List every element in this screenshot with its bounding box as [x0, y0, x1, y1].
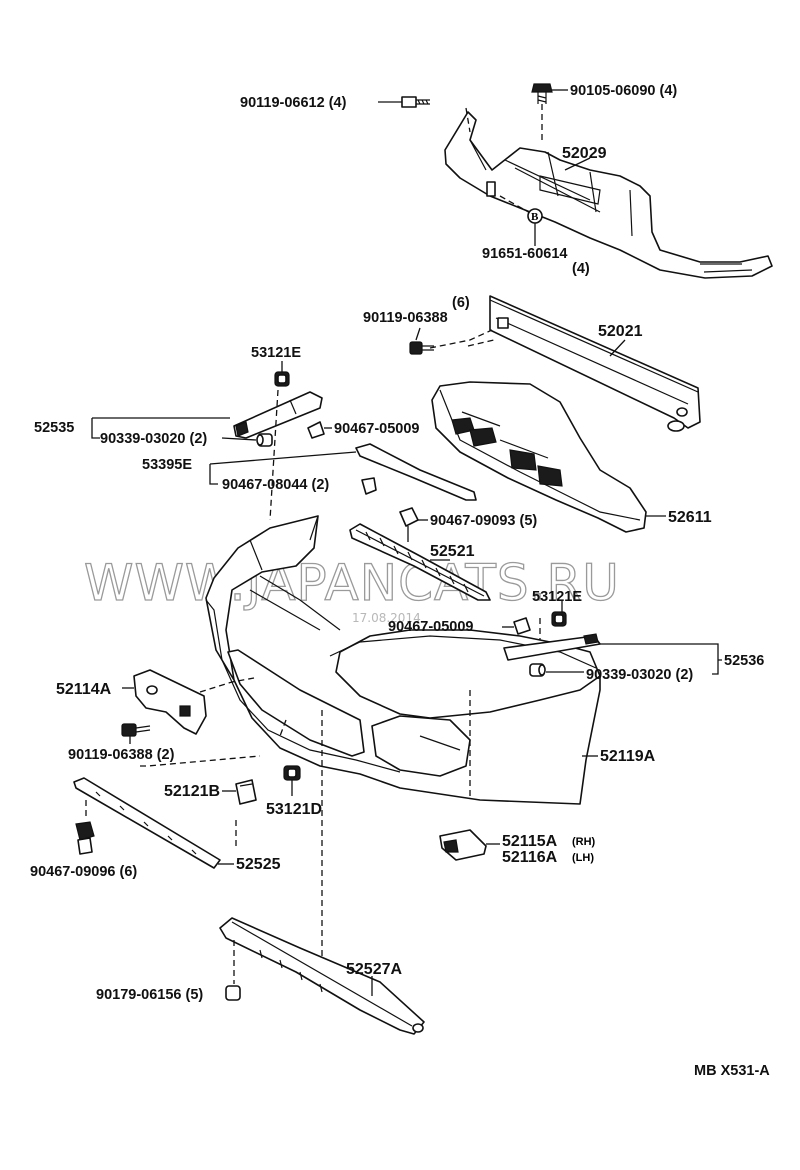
callout-90119-06388-top-qty: (6) [452, 295, 470, 311]
callout-90119-06388-top: 90119-06388 [363, 310, 448, 326]
part-52521-grille-strip [349, 523, 491, 601]
callout-90339-03020-right: 90339-03020 (2) [586, 667, 693, 683]
bolt-90119-06612-icon [401, 96, 430, 108]
clip-90467-09093-icon [399, 507, 419, 542]
callout-52525: 52525 [236, 856, 281, 873]
bolt-90119-06388-top-icon [409, 341, 434, 355]
callout-52536: 52536 [724, 653, 764, 669]
watermark-text: WWW.JAPANCATS.RU [84, 554, 620, 612]
callout-53121D: 53121D [266, 801, 322, 818]
callout-91651-qty: (4) [572, 261, 590, 277]
nut-90339-03020-right-icon [529, 663, 546, 677]
diagram-code: MB X531-A [694, 1063, 770, 1079]
callout-90105-06090: 90105-06090 (4) [570, 83, 677, 99]
callout-90467-05009-mid: 90467-05009 [388, 619, 473, 635]
leader-90119-06612 [465, 107, 471, 133]
callout-90339-03020-left: 90339-03020 (2) [100, 431, 207, 447]
part-52525-lower-strip [73, 777, 221, 869]
callout-52527A: 52527A [346, 961, 402, 978]
part-52115A-52116A-retainer [439, 829, 487, 861]
part-52121B-clip [235, 779, 257, 805]
watermark-date: 17.08.2014 [352, 611, 421, 625]
part-52611-bumper-absorber [431, 381, 647, 533]
nut-90339-03020-left-icon [256, 433, 273, 447]
callout-53121E-left: 53121E [251, 345, 301, 361]
callout-52114A: 52114A [56, 681, 112, 698]
callout-90467-09096: 90467-09096 (6) [30, 864, 137, 880]
callout-52116A: 52116A [502, 849, 558, 866]
callout-52029: 52029 [562, 145, 607, 162]
callout-90179-06156: 90179-06156 (5) [96, 987, 203, 1003]
part-52527A-lower-spoiler [219, 917, 425, 1035]
part-52535-bumper-bracket-left [233, 391, 323, 439]
callout-52116A-side: (LH) [572, 852, 594, 864]
callout-52121B: 52121B [164, 783, 220, 800]
part-52114A-side-bracket [133, 669, 207, 735]
clip-90467-05009-mid-icon [513, 617, 531, 635]
clip-90467-09096-icon [75, 821, 95, 855]
callout-52521: 52521 [430, 543, 475, 560]
part-53395E-seal [355, 443, 477, 501]
callout-53395E: 53395E [142, 457, 192, 473]
clip-53121E-left-icon [274, 371, 290, 387]
callout-90119-06612: 90119-06612 (4) [240, 95, 347, 111]
bolt-90119-06388-low-icon [121, 723, 151, 737]
callout-90467-09093: 90467-09093 (5) [430, 513, 537, 529]
part-52021-energy-absorber [489, 295, 701, 432]
callout-53121E-right: 53121E [532, 589, 582, 605]
bolt-90105-06090-icon [531, 83, 553, 104]
clip-53121E-right-icon [551, 611, 567, 627]
leader-91651 [499, 195, 533, 215]
callout-90467-08044: 90467-08044 (2) [222, 477, 329, 493]
clip-53121D-icon [283, 765, 301, 781]
clip-90467-08044-icon [361, 477, 377, 495]
callout-52611: 52611 [668, 509, 712, 526]
clip-90179-06156-icon [225, 985, 241, 1001]
callout-52115A-side: (RH) [572, 836, 596, 848]
callout-90119-06388-low: 90119-06388 (2) [68, 747, 175, 763]
callout-90467-05009-top: 90467-05009 [334, 421, 419, 437]
marker-b-label: B [531, 211, 539, 223]
callout-52021: 52021 [598, 323, 643, 340]
part-52119A-bumper-cover [205, 515, 601, 805]
callout-52115A: 52115A [502, 833, 558, 850]
part-52029-support-bracket [444, 111, 773, 279]
callout-52535: 52535 [34, 420, 74, 436]
clip-90467-05009-top-icon [307, 421, 325, 439]
callout-91651-60614: 91651-60614 [482, 246, 567, 262]
callout-52119A: 52119A [600, 748, 656, 765]
